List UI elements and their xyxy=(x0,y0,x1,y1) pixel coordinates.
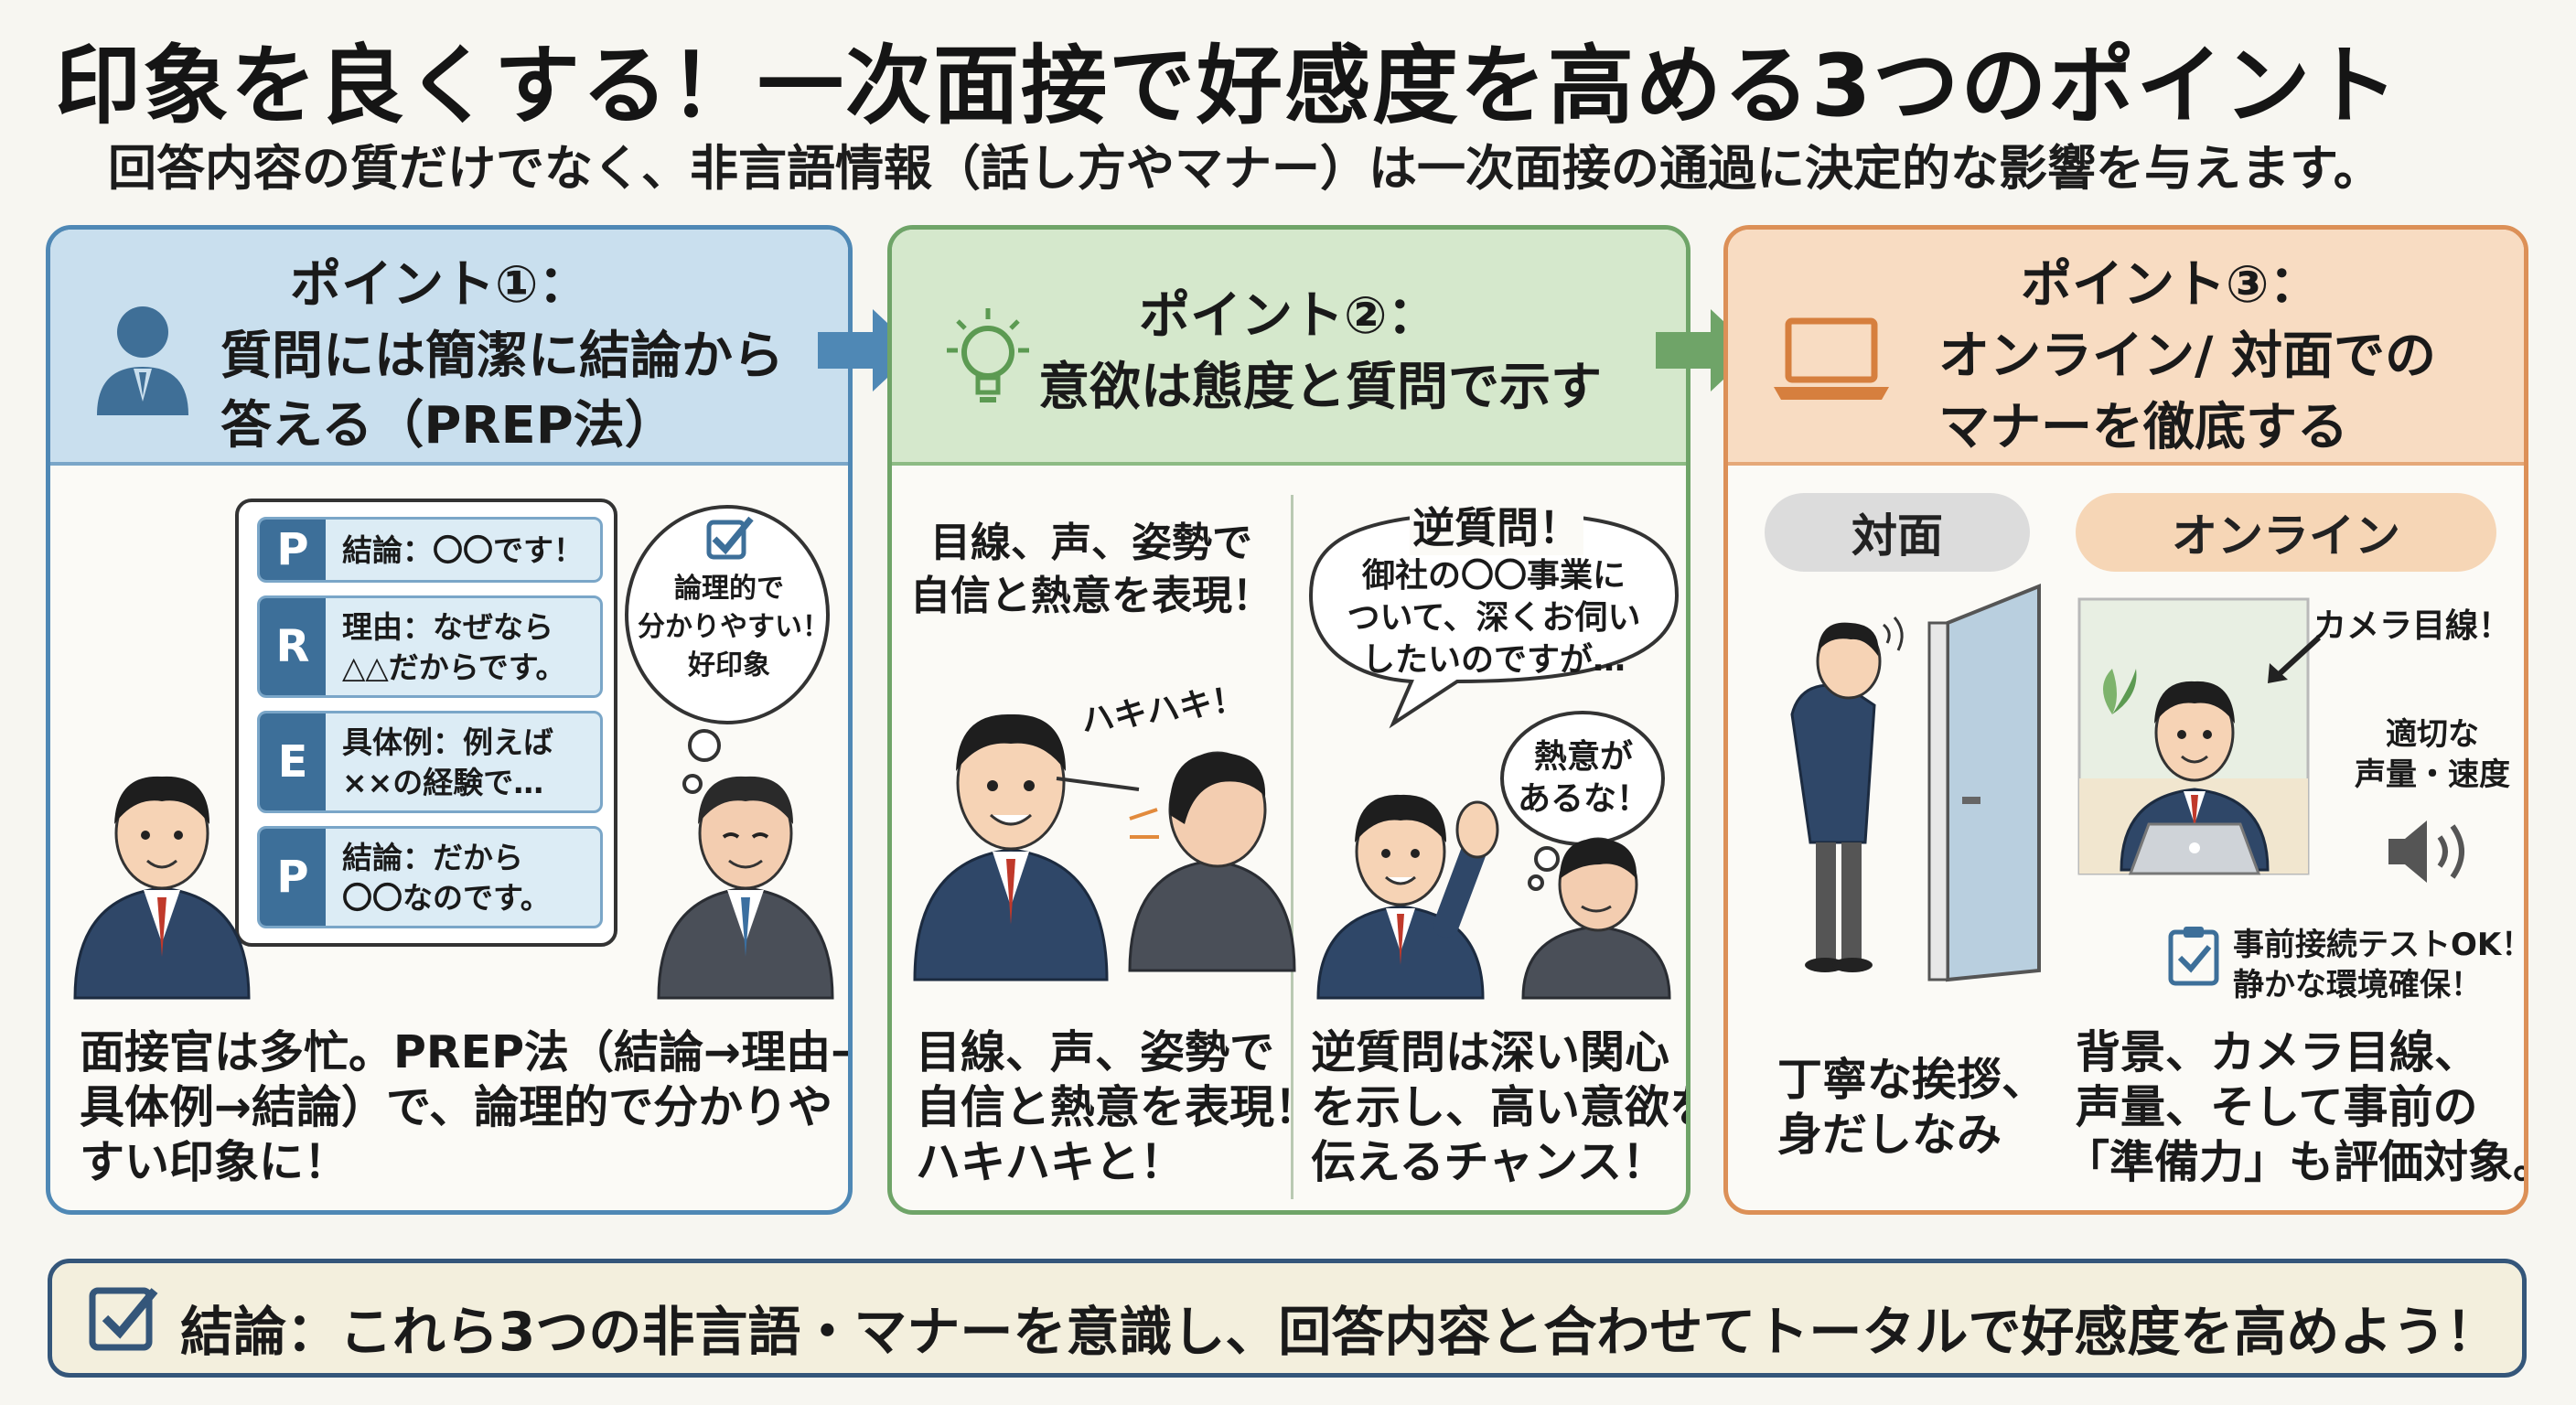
sound-lines-icon xyxy=(1056,777,1159,839)
point-1-panel: ポイント①： 質問には簡潔に結論から 答える（PREP法） P 結論：〇〇です！… xyxy=(46,225,853,1215)
prep-letter: R xyxy=(260,598,326,695)
point-2-body-right-line-1: 逆質問は深い関心 xyxy=(1311,1026,1670,1078)
prep-letter: E xyxy=(260,713,326,810)
conclusion-text: 結論：これら3つの非言語・マナーを意識し、回答内容と合わせてトータルで好感度を高… xyxy=(180,1301,2499,1363)
checkbox-check-icon xyxy=(89,1287,158,1351)
arrow-pointer-icon xyxy=(2268,635,2322,683)
point-1-heading-line-2: 質問には簡潔に結論から xyxy=(220,327,784,386)
interviewer-person-icon xyxy=(97,306,188,415)
bowing-person-at-door-illustration xyxy=(1790,584,2041,982)
point-2-body-right-line-3: 伝えるチャンス！ xyxy=(1311,1136,1668,1188)
camera-note: カメラ目線！ xyxy=(2313,607,2512,645)
point-2-header: ポイント②： 意欲は態度と質問で示す xyxy=(892,230,1686,466)
prep-text: 具体例：例えば xyxy=(342,724,553,760)
point-3-body-left-line-2: 身だしなみ xyxy=(1777,1109,2002,1161)
interviewer-illustration xyxy=(1521,837,1671,1000)
prep-letter: P xyxy=(260,829,326,926)
prep-letter: P xyxy=(260,520,326,580)
prep-text: 理由：なぜなら xyxy=(342,609,553,645)
point-2-body-right-line-2: を示し、高い意欲を xyxy=(1311,1081,1690,1133)
interviewer-illustration xyxy=(1128,751,1296,972)
volume-text-2: 声量・速度 xyxy=(2355,756,2510,793)
passion-text-2: あるな！ xyxy=(1517,780,1649,818)
point-2-heading-line-2: 意欲は態度と質問で示す xyxy=(1038,358,1602,417)
point-3-body-right-line-3: 「準備力」も評価対象。 xyxy=(2065,1136,2528,1188)
reverse-question-line-1: 御社の〇〇事業に xyxy=(1361,557,1626,595)
page-subtitle: 回答内容の質だけでなく、非言語情報（話し方やマナー）は一次面接の通過に決定的な影… xyxy=(108,141,2382,197)
point-1-body-line-3: すい印象に！ xyxy=(80,1136,349,1188)
point-3-heading-line-2: オンライン/ 対面での xyxy=(1938,327,2436,386)
lightbulb-icon xyxy=(947,308,1029,402)
thought-text-1: 論理的で xyxy=(674,573,784,605)
reverse-question-line-2: ついて、深くお伺い xyxy=(1347,599,1641,637)
thought-text-2: 分かりやすい！ xyxy=(638,611,830,643)
candidate-illustration xyxy=(913,713,1109,981)
prep-row-r: R 理由：なぜなら △△だからです。 xyxy=(257,595,603,698)
conclusion-banner: 結論：これら3つの非言語・マナーを意識し、回答内容と合わせてトータルで好感度を高… xyxy=(48,1259,2527,1378)
prep-row-p2: P 結論：だから 〇〇なのです。 xyxy=(257,826,603,928)
point-2-heading-line-1: ポイント②： xyxy=(1139,286,1439,346)
point-3-body-right-line-2: 声量、そして事前の xyxy=(2076,1081,2478,1133)
point-3-body-left-line-1: 丁寧な挨拶、 xyxy=(1777,1054,2047,1106)
check-text-1: 事前接続テストOK！ xyxy=(2233,927,2528,963)
prep-row-e: E 具体例：例えば ××の経験で… xyxy=(257,711,603,813)
speaker-icon xyxy=(2388,820,2464,883)
point-2-body-left-line-2: 自信と熱意を表現！ xyxy=(916,1081,1320,1133)
speech-bubble xyxy=(1308,510,1680,729)
clipboard-check-icon xyxy=(2168,927,2219,986)
point-2-caption-line-1: 目線、声、姿勢で xyxy=(930,520,1252,566)
face-to-face-label: 対面 xyxy=(1765,493,2030,572)
online-interview-illustration xyxy=(2077,597,2310,875)
point-3-panel: ポイント③： オンライン/ 対面での マナーを徹底する 対面 オンライン xyxy=(1723,225,2528,1215)
point-1-header: ポイント①： 質問には簡潔に結論から 答える（PREP法） xyxy=(50,230,848,466)
interviewer-illustration xyxy=(657,776,834,1000)
prep-text: 結論：だから xyxy=(342,840,523,875)
thought-bubble xyxy=(625,505,830,794)
reverse-question-title: 逆質問！ xyxy=(1410,495,1583,555)
column-divider xyxy=(1291,495,1293,1199)
online-label: オンライン xyxy=(2076,493,2496,572)
prep-text: △△だからです。 xyxy=(342,649,566,685)
point-3-body-right-line-1: 背景、カメラ目線、 xyxy=(2076,1026,2480,1078)
candidate-raising-hand-illustration xyxy=(1316,794,1499,1000)
point-3-heading-line-1: ポイント③： xyxy=(2021,255,2321,315)
point-1-heading-line-3: 答える（PREP法） xyxy=(220,396,676,456)
volume-text-1: 適切な xyxy=(2386,716,2479,753)
point-3-heading-line-3: マナーを徹底する xyxy=(1938,398,2348,457)
thought-text-3: 好印象 xyxy=(688,649,770,681)
page-title: 印象を良くする！一次面接で好感度を高める3つのポイント xyxy=(55,37,2400,136)
prep-speech-box: P 結論：〇〇です！ R 理由：なぜなら △△だからです。 E 具体例：例えば … xyxy=(235,499,617,947)
point-2-body-left-line-3: ハキハキと！ xyxy=(916,1136,1186,1188)
thought-bubble xyxy=(1500,711,1665,891)
point-1-body-line-2: 具体例→結論）で、論理的で分かりや xyxy=(80,1081,833,1133)
point-2-caption-line-2: 自信と熱意を表現！ xyxy=(910,573,1272,619)
candidate-illustration xyxy=(73,776,251,1000)
reverse-question-line-3: したいのですが… xyxy=(1361,641,1626,679)
passion-text-1: 熱意が xyxy=(1533,738,1633,776)
point-2-body-left-line-1: 目線、声、姿勢で xyxy=(916,1026,1275,1078)
point-2-panel: ポイント②： 意欲は態度と質問で示す 目線、声、姿勢で 自信と熱意を表現！ ハキ… xyxy=(887,225,1690,1215)
check-text-2: 静かな環境確保！ xyxy=(2233,967,2482,1003)
point-1-body-line-1: 面接官は多忙。PREP法（結論→理由→ xyxy=(80,1026,853,1078)
point-3-header: ポイント③： オンライン/ 対面での マナーを徹底する xyxy=(1728,230,2524,466)
prep-text: 結論：〇〇です！ xyxy=(342,532,584,568)
prep-text: ××の経験で… xyxy=(342,765,544,800)
point-1-heading-line-1: ポイント①： xyxy=(290,255,590,315)
laptop-icon xyxy=(1774,317,1889,400)
prep-row-p1: P 結論：〇〇です！ xyxy=(257,517,603,583)
prep-text: 〇〇なのです。 xyxy=(342,880,551,916)
